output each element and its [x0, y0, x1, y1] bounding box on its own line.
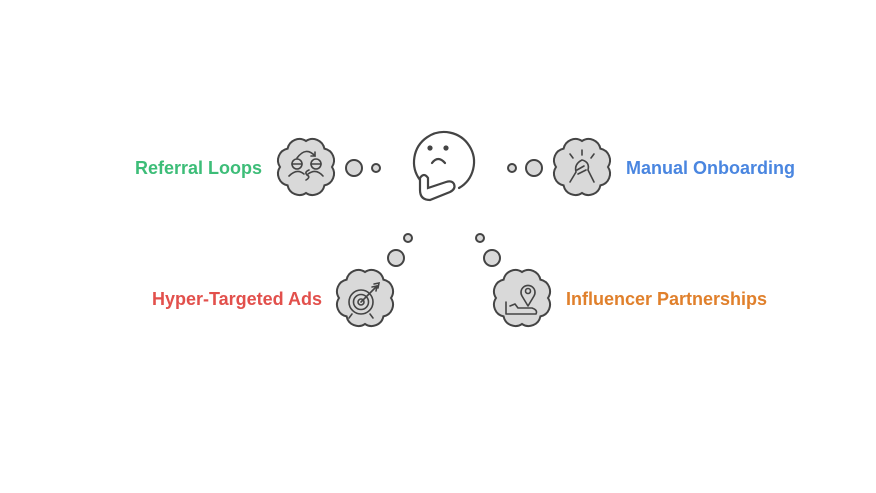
thinking-face-icon	[412, 130, 476, 202]
thought-dot	[371, 163, 381, 173]
handshake-icon	[569, 149, 595, 183]
thought-dot	[345, 159, 363, 177]
label-manual-onboarding: Manual Onboarding	[626, 158, 795, 178]
thought-dot	[507, 163, 517, 173]
label-referral-loops: Referral Loops	[134, 158, 262, 178]
cloud-referral	[276, 137, 336, 197]
location-pin-hand-icon	[505, 284, 538, 315]
referral-exchange-icon	[288, 150, 324, 181]
thought-dot	[525, 159, 543, 177]
thought-dot	[387, 249, 405, 267]
label-influencer-partnerships: Influencer Partnerships	[566, 289, 768, 309]
label-hyper-targeted-ads: Hyper-Targeted Ads	[151, 289, 322, 309]
thought-dot	[475, 233, 485, 243]
thought-dot	[483, 249, 501, 267]
target-arrow-icon	[348, 281, 381, 319]
thought-dot	[403, 233, 413, 243]
cloud-influencer	[492, 268, 552, 328]
